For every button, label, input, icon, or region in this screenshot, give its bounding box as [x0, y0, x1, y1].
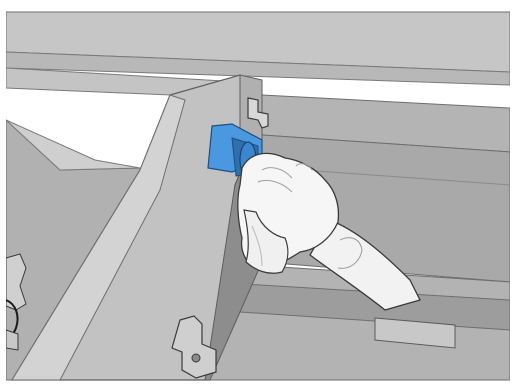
bottom-margin: [0, 382, 514, 390]
left-small-clip: [6, 330, 18, 350]
right-margin: [510, 0, 514, 390]
bracket-screw: [192, 354, 200, 362]
left-margin: [0, 0, 6, 390]
top-margin: [0, 0, 514, 10]
